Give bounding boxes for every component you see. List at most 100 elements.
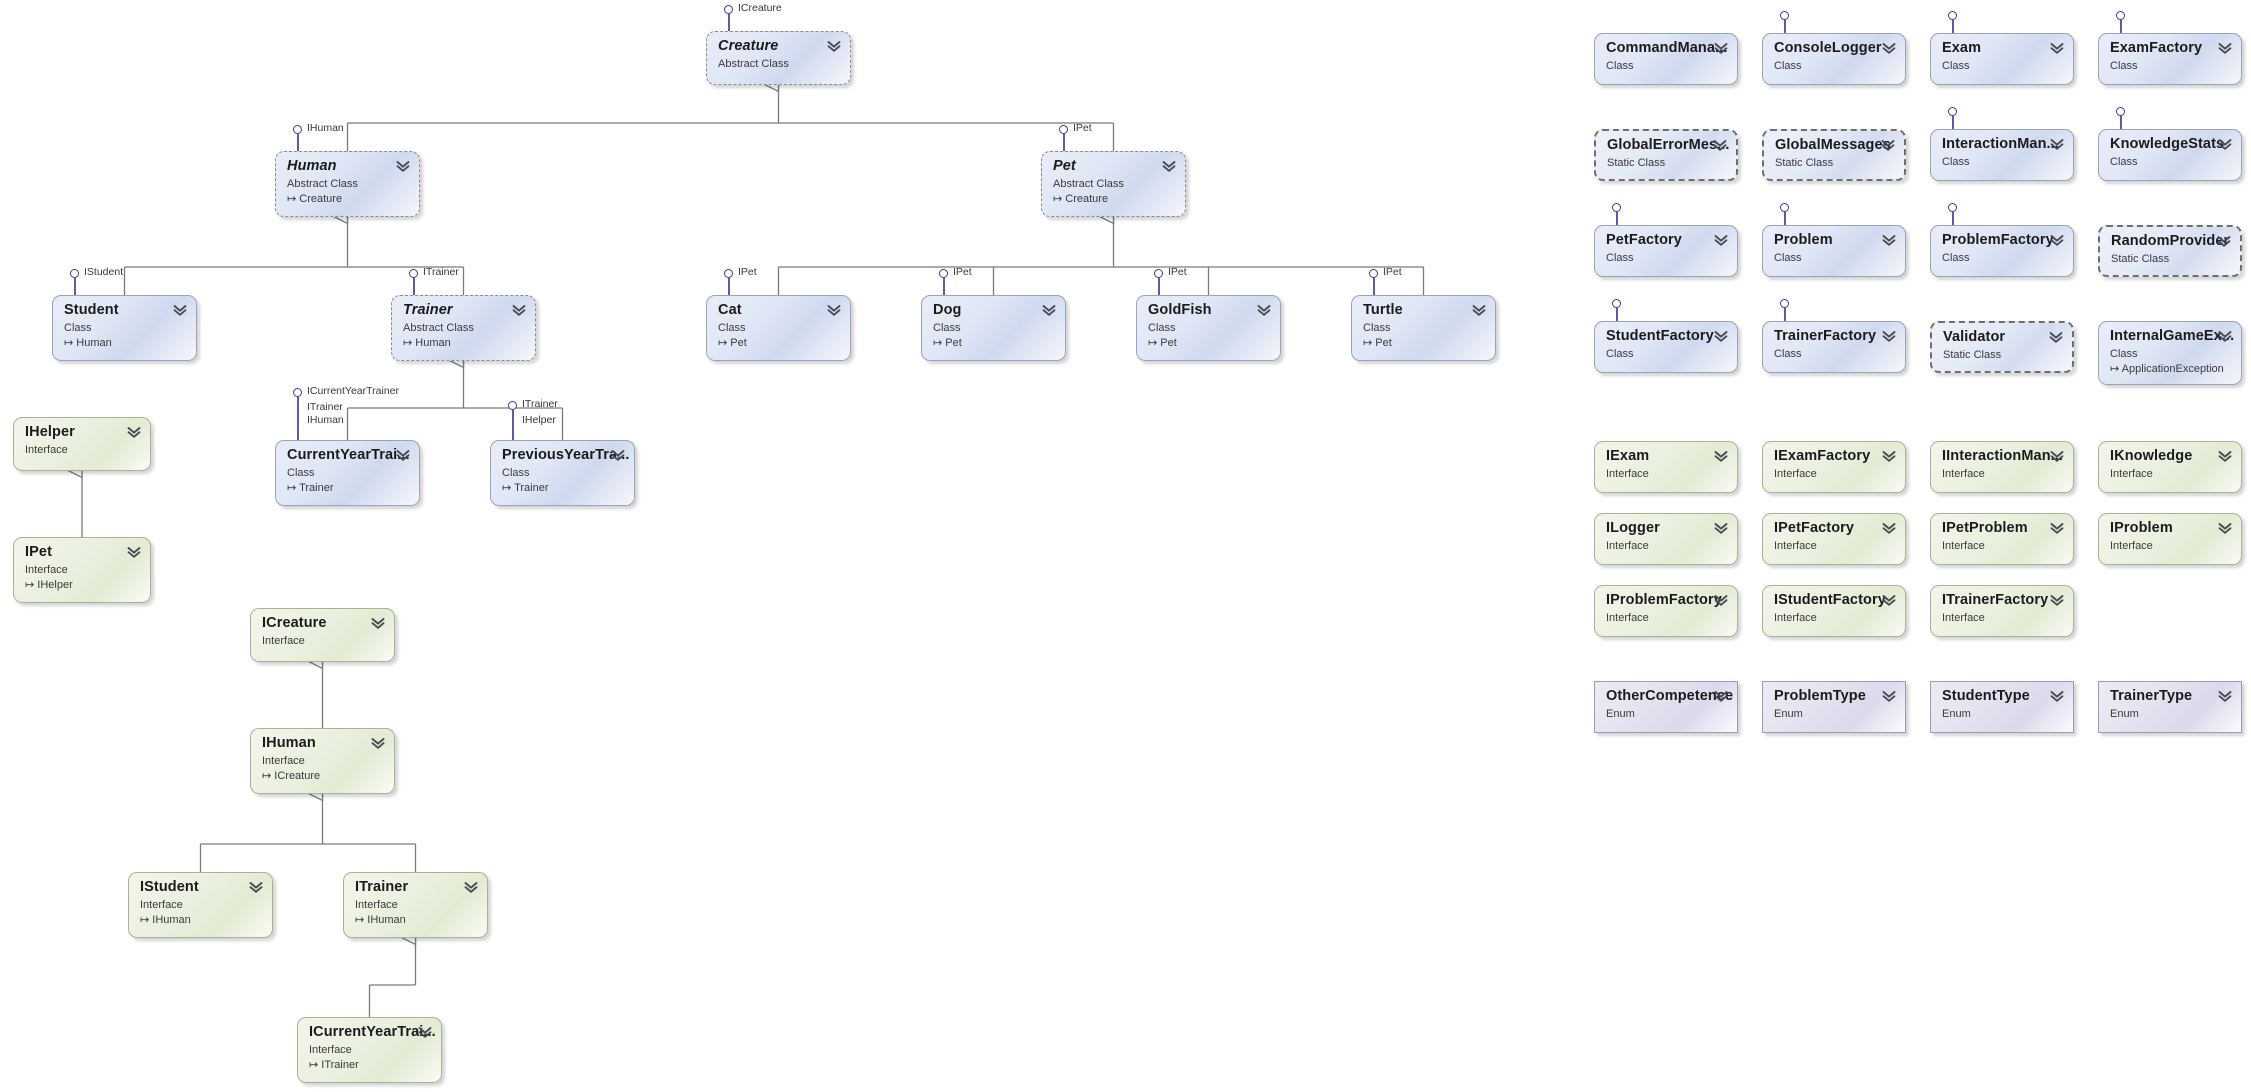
chevron-double-down-icon[interactable] [1882, 593, 1896, 607]
chevron-double-down-icon[interactable] [127, 425, 141, 439]
chevron-double-down-icon[interactable] [1042, 303, 1056, 317]
chevron-double-down-icon[interactable] [1882, 689, 1896, 703]
node-stereotype: Interface [1606, 540, 1649, 552]
uml-node-interactionman[interactable]: InteractionMan...Class [1930, 129, 2074, 181]
chevron-double-down-icon[interactable] [1882, 329, 1896, 343]
chevron-double-down-icon[interactable] [1257, 303, 1271, 317]
chevron-double-down-icon[interactable] [249, 880, 263, 894]
chevron-double-down-icon[interactable] [2218, 329, 2232, 343]
chevron-double-down-icon[interactable] [1472, 303, 1486, 317]
chevron-double-down-icon[interactable] [2050, 689, 2064, 703]
chevron-double-down-icon[interactable] [2050, 233, 2064, 247]
chevron-double-down-icon[interactable] [371, 616, 385, 630]
chevron-double-down-icon[interactable] [2218, 449, 2232, 463]
chevron-double-down-icon[interactable] [1714, 593, 1728, 607]
chevron-double-down-icon[interactable] [2218, 137, 2232, 151]
chevron-double-down-icon[interactable] [2050, 521, 2064, 535]
chevron-double-down-icon[interactable] [396, 159, 410, 173]
chevron-double-down-icon[interactable] [1882, 449, 1896, 463]
chevron-double-down-icon[interactable] [1714, 233, 1728, 247]
chevron-double-down-icon[interactable] [2218, 41, 2232, 55]
chevron-double-down-icon[interactable] [1714, 449, 1728, 463]
chevron-double-down-icon[interactable] [1714, 329, 1728, 343]
chevron-double-down-icon[interactable] [1714, 521, 1728, 535]
chevron-double-down-icon[interactable] [827, 39, 841, 53]
chevron-double-down-icon[interactable] [1882, 521, 1896, 535]
uml-node-currentyeartrai[interactable]: CurrentYearTrai...Class↦ Trainer [275, 440, 420, 506]
uml-node-iinteractionman[interactable]: IInteractionMan...Interface [1930, 441, 2074, 493]
chevron-double-down-icon[interactable] [2050, 137, 2064, 151]
chevron-double-down-icon[interactable] [611, 448, 625, 462]
chevron-double-down-icon[interactable] [512, 303, 526, 317]
chevron-double-down-icon[interactable] [1882, 41, 1896, 55]
node-base-type: ↦ Pet [933, 336, 1054, 350]
chevron-double-down-icon[interactable] [173, 303, 187, 317]
chevron-double-down-icon[interactable] [2218, 521, 2232, 535]
chevron-double-down-icon[interactable] [2050, 449, 2064, 463]
chevron-double-down-icon[interactable] [2218, 689, 2232, 703]
uml-node-commandmana[interactable]: CommandMana...Class [1594, 33, 1738, 85]
chevron-double-down-icon[interactable] [2050, 593, 2064, 607]
chevron-double-down-icon[interactable] [827, 303, 841, 317]
chevron-double-down-icon[interactable] [1881, 138, 1895, 152]
chevron-double-down-icon[interactable] [418, 1025, 432, 1039]
chevron-double-down-icon[interactable] [1162, 159, 1176, 173]
uml-node-globalerrormes[interactable]: GlobalErrorMes...Static Class [1594, 129, 1738, 181]
chevron-double-down-icon[interactable] [1882, 233, 1896, 247]
chevron-double-down-icon[interactable] [371, 736, 385, 750]
chevron-double-down-icon[interactable] [464, 880, 478, 894]
chevron-double-down-icon[interactable] [1713, 138, 1727, 152]
chevron-double-down-icon[interactable] [396, 448, 410, 462]
chevron-double-down-icon[interactable] [1714, 689, 1728, 703]
chevron-double-down-icon[interactable] [2217, 234, 2231, 248]
chevron-double-down-icon[interactable] [1714, 41, 1728, 55]
uml-node-icurrentyeartrai[interactable]: ICurrentYearTrai...Interface↦ ITrainer [297, 1017, 442, 1083]
uml-node-previousyeartra[interactable]: PreviousYearTra...Class↦ Trainer [490, 440, 635, 506]
chevron-double-down-icon[interactable] [2050, 41, 2064, 55]
chevron-double-down-icon[interactable] [127, 545, 141, 559]
uml-node-internalgameex[interactable]: InternalGameEx...Class↦ ApplicationExcep… [2098, 321, 2242, 385]
chevron-double-down-icon[interactable] [2049, 330, 2063, 344]
